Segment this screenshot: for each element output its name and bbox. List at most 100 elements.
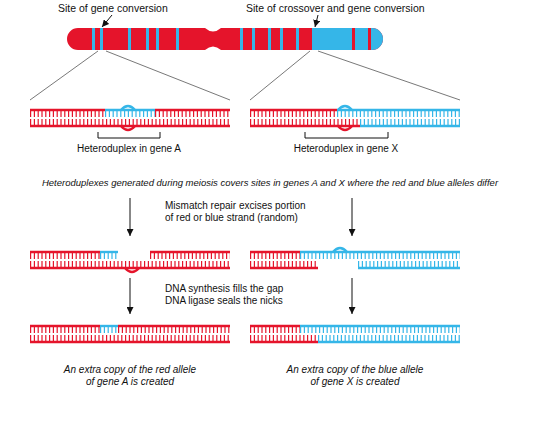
dna-duplex: [30, 109, 105, 111]
chromosome: [252, 20, 255, 60]
chromosome: [368, 20, 371, 60]
chromosome: [296, 20, 299, 60]
dna-duplex: [300, 253, 460, 259]
dna-duplex: [358, 261, 460, 267]
chromosome: [156, 20, 159, 60]
bracket: [98, 132, 388, 138]
dna-duplex: [318, 341, 460, 343]
dna-duplex: [338, 126, 352, 130]
dna-duplex: [121, 106, 135, 110]
dna-duplex: [358, 267, 460, 269]
result-note: An extra copy of the blue allele of gene…: [286, 364, 425, 388]
dna-duplex: [337, 111, 460, 117]
dna-duplex: [155, 111, 230, 117]
dna-duplex: [30, 325, 100, 327]
dna-duplex: [250, 125, 360, 127]
dna-duplex: [30, 106, 460, 130]
dna-duplex: [250, 341, 318, 343]
dna-duplex: [118, 325, 230, 327]
chromosome: [240, 20, 243, 60]
dna-duplex: [300, 251, 460, 253]
dna-duplex: [360, 119, 460, 125]
pointer-arrow: [315, 15, 318, 27]
dna-duplex: [250, 109, 337, 111]
dna-duplex: [318, 335, 460, 341]
dna-duplex: [30, 327, 100, 333]
result-note: An extra copy of the red allele of gene …: [63, 364, 198, 388]
zoom-line: [30, 51, 98, 100]
dna-duplex: [150, 253, 230, 259]
step-arrow: [130, 278, 131, 314]
dna-duplex: [155, 109, 230, 111]
dna-duplex: [250, 335, 318, 341]
dna-duplex: [250, 327, 300, 333]
bracket: [98, 132, 160, 138]
dna-duplex: [30, 119, 230, 125]
chromosome: [60, 20, 400, 60]
step-arrow: [130, 198, 131, 236]
dna-duplex: [300, 325, 460, 327]
step-arrow: [130, 198, 352, 314]
dna-duplex: [121, 126, 135, 130]
dna-duplex: [30, 261, 230, 267]
step-arrow: [352, 198, 353, 236]
zoom-line: [106, 51, 230, 100]
zoom-line: [30, 51, 460, 100]
chromosome: [352, 20, 371, 60]
dna-duplex: [30, 248, 460, 272]
dna-duplex: [30, 111, 105, 117]
dna-duplex: [30, 251, 100, 253]
dna-duplex: [250, 267, 318, 269]
dna-duplex: [105, 109, 155, 111]
dna-duplex: [360, 125, 460, 127]
step-caption: Heteroduplexes generated during meiosis …: [40, 177, 501, 189]
site-label: Site of gene conversion: [58, 2, 172, 14]
step-note: DNA synthesis fills the gap DNA ligase s…: [165, 283, 286, 307]
chromosome: [268, 20, 271, 60]
dna-duplex: [30, 267, 230, 269]
dna-duplex: [250, 251, 300, 253]
step-arrow: [352, 278, 353, 314]
heteroduplex-label: Heteroduplex in gene A: [75, 143, 184, 155]
dna-duplex: [337, 109, 460, 111]
dna-duplex: [250, 253, 300, 259]
site-label: Site of crossover and gene conversion: [246, 2, 429, 14]
dna-duplex: [30, 125, 230, 127]
dna-duplex: [250, 261, 318, 267]
heteroduplex-label: Heteroduplex in gene X: [292, 143, 401, 155]
chromosome: [146, 20, 149, 60]
chromosome: [60, 20, 400, 60]
chromosome: [280, 20, 283, 60]
chromosome: [128, 20, 131, 60]
dna-duplex: [100, 327, 118, 333]
dna-duplex: [105, 111, 155, 117]
dna-duplex: [338, 106, 352, 110]
dna-duplex: [30, 326, 460, 342]
dna-duplex: [30, 253, 100, 259]
dna-duplex: [125, 268, 139, 272]
dna-duplex: [250, 111, 337, 117]
pointer-arrow: [102, 15, 112, 27]
dna-duplex: [30, 341, 230, 343]
chromosome: [176, 20, 179, 60]
dna-duplex: [250, 325, 300, 327]
dna-duplex: [250, 119, 360, 125]
dna-duplex: [118, 327, 230, 333]
chromosome: [352, 20, 355, 60]
pointer-arrow: [102, 15, 318, 27]
dna-duplex: [150, 251, 230, 253]
zoom-line: [318, 51, 460, 100]
zoom-line: [250, 51, 310, 100]
dna-duplex: [100, 325, 118, 327]
dna-duplex: [100, 253, 118, 259]
dna-duplex: [300, 327, 460, 333]
bracket: [305, 132, 388, 138]
dna-duplex: [333, 248, 347, 252]
dna-duplex: [100, 251, 118, 253]
dna-duplex: [30, 335, 230, 341]
step-note: Mismatch repair excises portion of red o…: [165, 200, 308, 224]
chromosome: [60, 20, 400, 60]
